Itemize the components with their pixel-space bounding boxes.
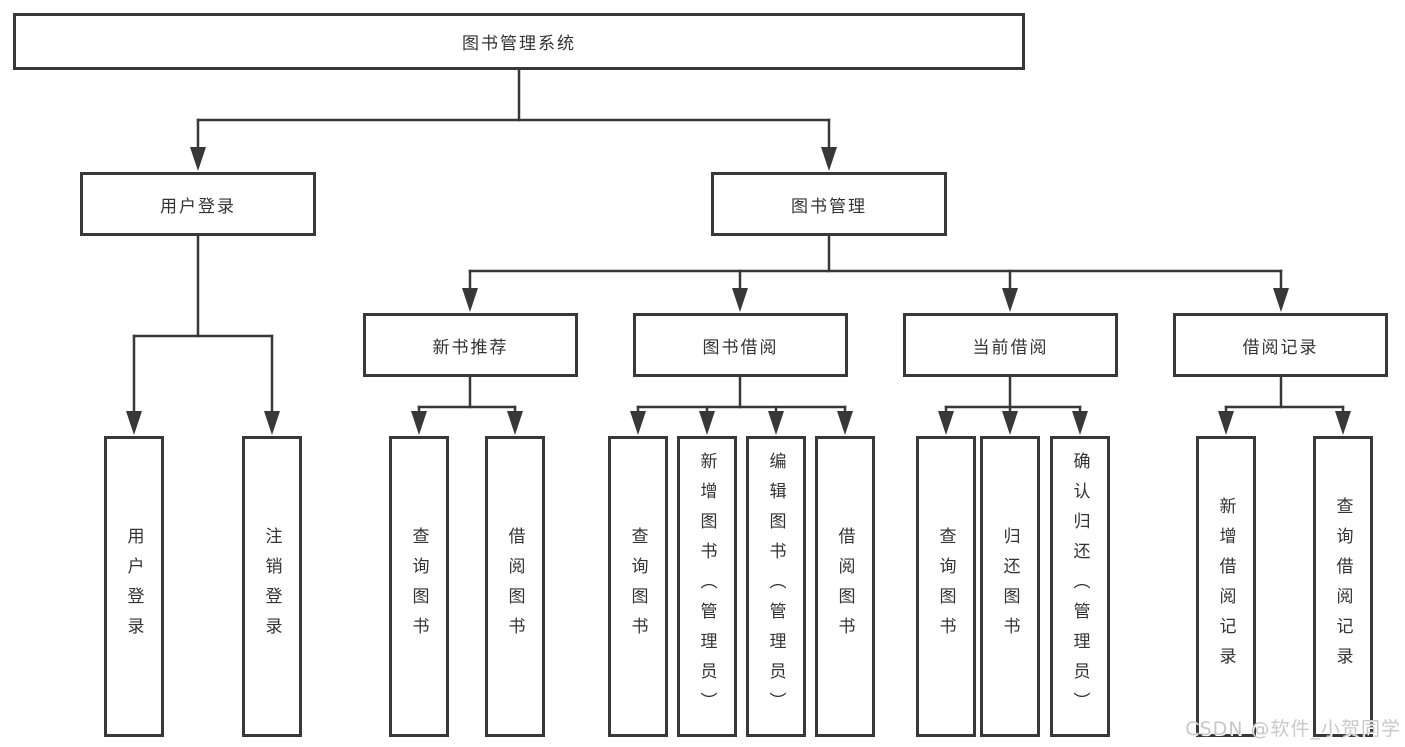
leaf-query-books-borrowing: 查询图书	[608, 436, 668, 737]
connector-current-borrowing-to-leaves	[938, 375, 1088, 435]
leaf-query-books-current: 查询图书	[916, 436, 976, 737]
node-book-management: 图书管理	[711, 172, 947, 236]
leaf-query-books-recommend-label: 查询图书	[408, 526, 429, 647]
leaf-edit-books-admin-label: 编辑图书（管理员）	[765, 451, 786, 722]
connector-borrow-records-to-leaves	[1218, 375, 1351, 435]
node-current-borrowing: 当前借阅	[903, 313, 1118, 377]
leaf-edit-books-admin: 编辑图书（管理员）	[746, 436, 806, 737]
leaf-borrow-books-borrowing-label: 借阅图书	[834, 526, 855, 647]
node-current-borrowing-label: 当前借阅	[972, 337, 1049, 358]
leaf-confirm-return-admin-label: 确认归还（管理员）	[1069, 451, 1090, 722]
leaf-query-borrow-record: 查询借阅记录	[1313, 436, 1373, 737]
leaf-query-books-borrowing-label: 查询图书	[627, 526, 648, 647]
node-new-book-recommend: 新书推荐	[363, 313, 578, 377]
node-user-login-label: 用户登录	[160, 196, 236, 217]
leaf-query-books-current-label: 查询图书	[935, 526, 956, 647]
leaf-return-books-label: 归还图书	[999, 526, 1020, 647]
node-book-management-label: 图书管理	[791, 196, 867, 217]
connector-book-borrowing-to-leaves	[630, 375, 853, 435]
node-borrow-records: 借阅记录	[1173, 313, 1388, 377]
leaf-borrow-books-recommend-label: 借阅图书	[504, 526, 525, 647]
leaf-borrow-books-recommend: 借阅图书	[485, 436, 545, 737]
leaf-add-books-admin-label: 新增图书（管理员）	[696, 451, 717, 722]
connector-user-login-to-leaves	[126, 234, 280, 435]
leaf-borrow-books-borrowing: 借阅图书	[815, 436, 875, 737]
node-root-label: 图书管理系统	[462, 34, 576, 54]
node-root: 图书管理系统	[13, 13, 1025, 70]
leaf-logout-login-label: 注销登录	[261, 526, 282, 647]
leaf-user-login-label: 用户登录	[123, 526, 144, 647]
leaf-return-books: 归还图书	[980, 436, 1040, 737]
node-new-book-recommend-label: 新书推荐	[432, 337, 509, 358]
connector-book-management-to-sections	[462, 234, 1289, 312]
leaf-query-borrow-record-label: 查询借阅记录	[1332, 496, 1353, 677]
leaf-add-borrow-record: 新增借阅记录	[1196, 436, 1256, 737]
leaf-add-borrow-record-label: 新增借阅记录	[1215, 496, 1236, 677]
leaf-add-books-admin: 新增图书（管理员）	[677, 436, 737, 737]
node-book-borrowing: 图书借阅	[633, 313, 848, 377]
connector-new-book-recommend-to-leaves	[411, 375, 523, 435]
node-book-borrowing-label: 图书借阅	[702, 337, 779, 358]
leaf-logout-login: 注销登录	[242, 436, 302, 737]
leaf-query-books-recommend: 查询图书	[389, 436, 449, 737]
leaf-user-login: 用户登录	[104, 436, 164, 737]
node-borrow-records-label: 借阅记录	[1242, 337, 1319, 358]
connector-root-to-branches	[190, 68, 837, 171]
node-user-login: 用户登录	[80, 172, 316, 236]
leaf-confirm-return-admin: 确认归还（管理员）	[1050, 436, 1110, 737]
watermark: CSDN @软件_小贺同学	[1185, 718, 1401, 740]
